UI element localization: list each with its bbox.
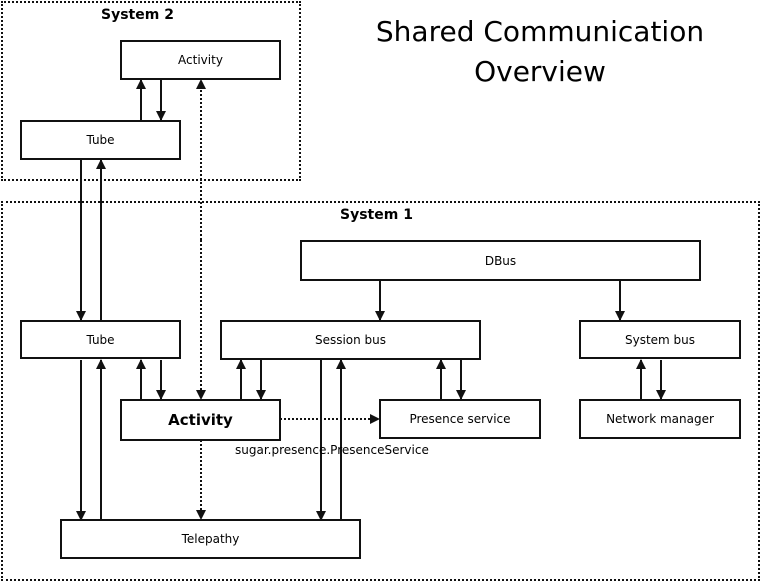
- node-s2-activity: Activity: [120, 40, 281, 80]
- node-s2-tube: Tube: [20, 120, 181, 160]
- node-system-bus: System bus: [579, 320, 741, 359]
- edge-label-presence-service-interface: sugar.presence.PresenceService: [235, 443, 429, 457]
- node-s1-tube: Tube: [20, 320, 181, 359]
- node-network-manager: Network manager: [579, 399, 741, 439]
- node-dbus: DBus: [300, 240, 701, 281]
- system1-group: [1, 201, 760, 581]
- system2-group: [1, 1, 301, 181]
- node-presence-service: Presence service: [379, 399, 541, 439]
- node-telepathy: Telepathy: [60, 519, 361, 559]
- system2-label: System 2: [101, 7, 174, 23]
- node-s1-activity: Activity: [120, 399, 281, 441]
- node-session-bus: Session bus: [220, 320, 481, 360]
- system1-label: System 1: [340, 207, 413, 223]
- diagram-title-line1: Shared Communication: [375, 15, 705, 48]
- diagram-title-line2: Overview: [474, 55, 606, 88]
